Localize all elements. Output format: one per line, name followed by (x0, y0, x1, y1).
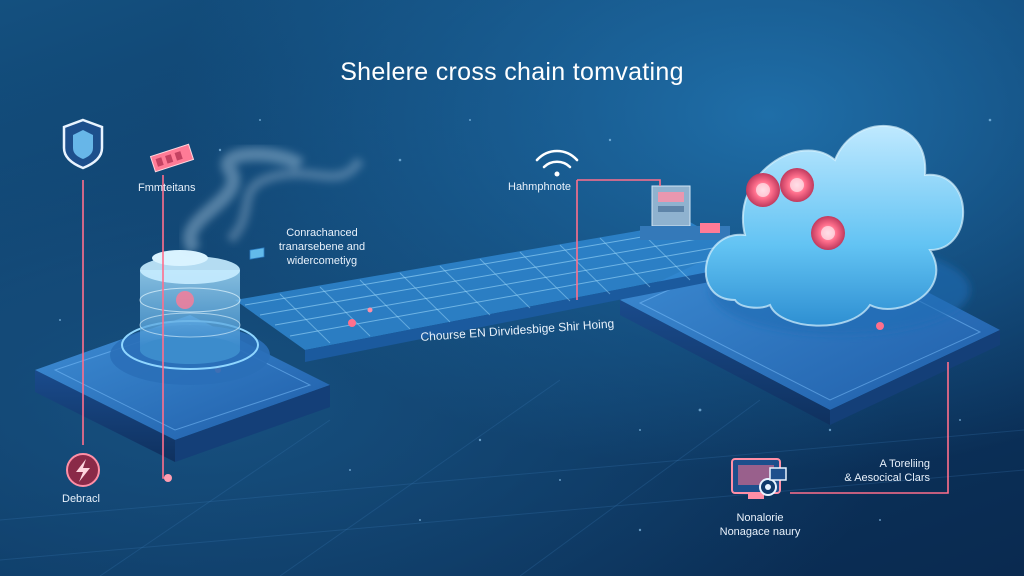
label-device: Nonalorie Nonagace naury (700, 511, 820, 539)
label-middle-left-line-1: Conrachanced (286, 227, 358, 239)
bolt-icon (66, 453, 100, 487)
shield-icon (62, 118, 104, 170)
label-top-left: Fmmteitans (138, 182, 196, 194)
chip-icon (149, 143, 195, 173)
bridge-block-rows (244, 226, 746, 337)
cloud-icon (704, 125, 970, 335)
label-bottom-left: Debracl (62, 493, 100, 505)
wifi-icon (535, 149, 579, 177)
label-bottom-right-line-2: & Aesocical Clars (844, 472, 930, 484)
label-device-line-2: Nonagace naury (719, 526, 801, 538)
floor-grid (0, 379, 1024, 576)
connector-dot (164, 474, 172, 482)
server-node (640, 185, 730, 240)
database-icon (110, 147, 365, 385)
label-middle-left-line-3: widercometiyg (286, 255, 358, 267)
monitor-icon (731, 458, 787, 499)
block-bridge (215, 222, 760, 373)
particles (59, 118, 992, 532)
label-bottom-right-line-1: A Toreliing (879, 458, 930, 470)
label-middle-left: Conrachanced tranarsebene and widercomet… (262, 226, 382, 268)
label-middle-left-line-2: tranarsebene and (278, 241, 366, 253)
label-device-line-1: Nonalorie (736, 512, 784, 524)
label-bottom-right: A Toreliing & Aesocical Clars (810, 457, 930, 485)
label-top-center: Hahmphnote (508, 181, 571, 193)
diagram-title: Shelere cross chain tomvating (340, 58, 684, 86)
